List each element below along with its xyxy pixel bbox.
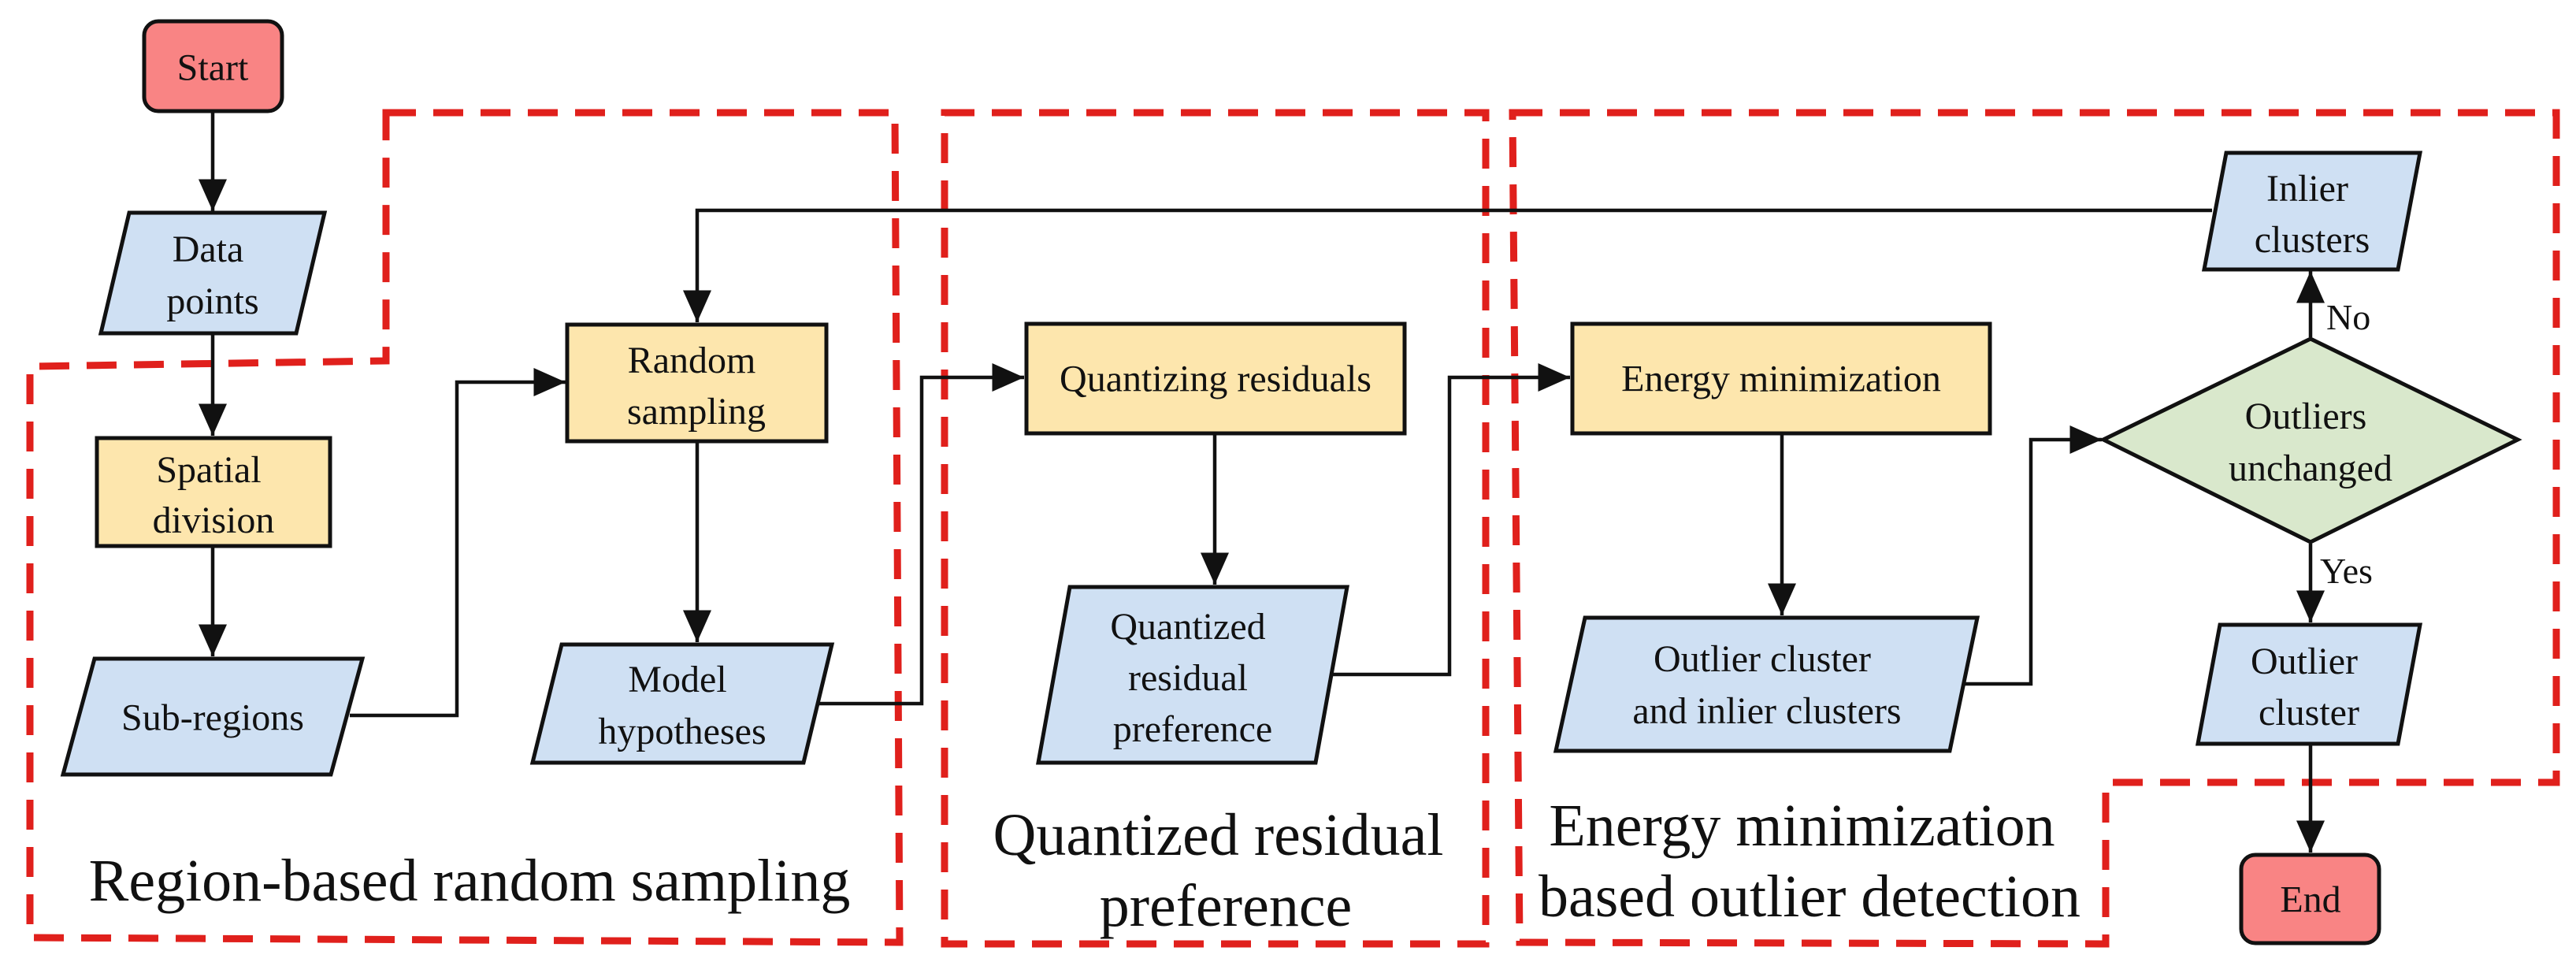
edge-label-yes: Yes [2320,551,2373,591]
svg-text:Region-based random sampling: Region-based random sampling [89,848,851,914]
region-label-residual-line-2: preference [1100,873,1353,939]
svg-text:Inlier clusters: Inlier clusters [2255,168,2370,261]
end-node: End [2239,853,2381,945]
outlier-and-inlier-clusters-node: Outlier cluster and inlier clusters [1553,615,1980,753]
model-hypotheses-line-1: Model [628,659,726,700]
quantized-preference-line-2: residual [1128,657,1248,699]
edge-sub-regions-to-random-sampling [350,368,566,718]
inlier-clusters-node: Inlier clusters [2201,150,2423,272]
inlier-clusters-line-2: clusters [2255,219,2370,261]
edge-label-no: No [2326,297,2370,337]
data-points-line-1: Data [173,228,244,270]
region-outline-outlier-detection [1509,109,2560,948]
svg-text:Data points: Data points [166,228,258,322]
data-points-line-2: points [166,280,258,322]
spatial-division-node: Spatial division [95,436,332,548]
edges [199,112,2325,853]
svg-text:Outlier cluster: Outlier cluster [2251,641,2367,734]
quantized-preference-line-3: preference [1113,708,1272,750]
spatial-division-line-2: division [153,500,275,541]
region-label-detection-line-1: Energy minimization [1549,793,2054,859]
outlier-cluster-line-1: Outlier [2251,641,2358,682]
start-node: Start [142,19,284,113]
region-label-sampling: Region-based random sampling [89,848,851,914]
random-sampling-node: Random sampling [565,322,829,444]
svg-text:Spatial division: Spatial division [153,449,275,541]
region-outline-residual-preference [941,109,1490,948]
sub-regions-node: Sub-regions [60,656,366,777]
decision-line-2: unchanged [2229,448,2392,489]
region-outline-sampling [26,109,904,946]
edge-inlier-clusters-feedback-to-random-sampling [683,208,2212,322]
random-sampling-line-1: Random [628,340,756,381]
outlier-cluster-node: Outlier cluster [2195,622,2423,746]
edge-clusters-to-decision [1959,425,2102,686]
svg-text:Quantized residual: Quantized residual preference [1110,606,1275,750]
data-points-node: Data points [98,210,328,336]
start-label: Start [177,47,249,89]
svg-text:Energy minimization based: Energy minimization based outlier detect… [1539,793,2080,930]
svg-text:Random sampling: Random sampling [627,340,766,433]
decision-line-1: Outliers [2245,396,2367,437]
spatial-division-line-1: Spatial [156,449,261,491]
sub-regions-label: Sub-regions [121,697,304,739]
svg-text:Model hypotheses: Model hypotheses [598,659,766,752]
inlier-clusters-line-1: Inlier [2266,168,2348,210]
energy-minimization-node: Energy minimization [1570,321,1992,436]
edge-model-hypotheses-to-quantizing-residuals [818,363,1024,706]
region-label-detection-line-2: based outlier detection [1539,864,2080,930]
model-hypotheses-line-2: hypotheses [598,711,766,752]
svg-text:Outlier cluster and inli: Outlier cluster and inlier clusters [1632,638,1901,732]
clusters-line-2: and inlier clusters [1632,690,1901,732]
clusters-line-1: Outlier cluster [1654,638,1871,680]
quantized-preference-line-1: Quantized [1110,606,1265,648]
quantizing-residuals-node: Quantizing residuals [1024,321,1407,436]
random-sampling-line-2: sampling [627,391,766,433]
quantized-residual-preference-node: Quantized residual preference [1036,585,1349,765]
svg-text:Outliers unchanged: Outliers unchanged [2229,396,2392,489]
end-label: End [2280,879,2340,921]
energy-minimization-label: Energy minimization [1621,358,1941,400]
svg-text:Quantized residual prefere: Quantized residual preference [993,802,1459,939]
outliers-unchanged-decision: Outliers unchanged [2099,336,2522,544]
quantizing-residuals-label: Quantizing residuals [1060,358,1372,400]
model-hypotheses-node: Model hypotheses [529,642,835,765]
region-label-residual-line-1: Quantized residual [993,802,1444,868]
edge-quantized-preference-to-energy-minimization [1327,363,1570,677]
outlier-cluster-line-2: cluster [2259,692,2359,734]
